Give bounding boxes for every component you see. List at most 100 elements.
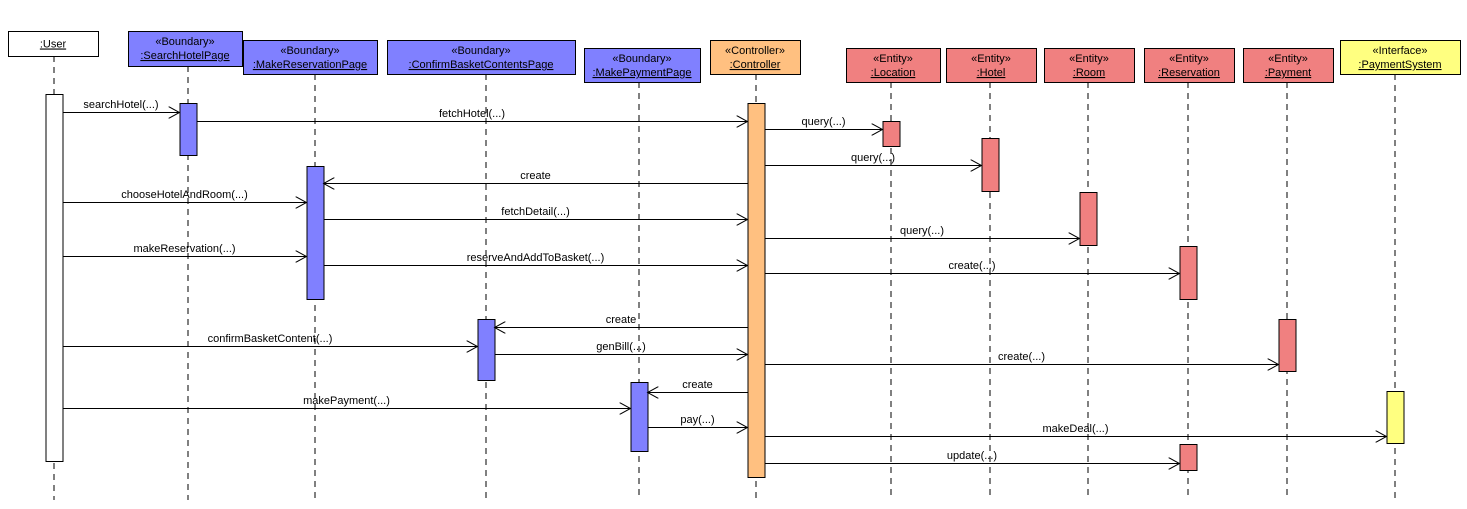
message-label: create: [682, 379, 713, 391]
lifeline-head-makeReservationPage: «Boundary» :MakeReservationPage: [243, 40, 378, 75]
message-13: confirmBasketContent(...): [62, 333, 478, 347]
message-label: query(...): [801, 116, 845, 128]
lifeline-head-payment: «Entity» :Payment: [1243, 48, 1334, 83]
activation-makeReservationPage: [306, 166, 325, 300]
message-label: confirmBasketContent(...): [208, 333, 333, 345]
messages: searchHotel(...) fetchHotel(...) query(...…: [62, 99, 1387, 464]
head-box: [243, 40, 378, 75]
object-name: :MakePaymentPage: [592, 67, 691, 79]
lifeline-head-controller: «Controller» :Controller: [710, 40, 801, 75]
lifeline-head-room: «Entity» :Room: [1044, 48, 1135, 83]
message-label: create: [520, 170, 551, 182]
lifeline-head-user: :User: [8, 31, 99, 57]
message-4: query(...): [764, 152, 982, 166]
object-name: :Location: [871, 67, 916, 79]
stereotype-label: «Interface»: [1372, 45, 1427, 57]
message-18: pay(...): [647, 414, 748, 428]
activation-payment: [1278, 319, 1297, 372]
message-8: query(...): [764, 225, 1080, 239]
activation-makePaymentPage: [630, 382, 649, 452]
lifeline-head-hotel: «Entity» :Hotel: [946, 48, 1037, 83]
head-box: [1044, 48, 1135, 83]
stereotype-label: «Entity»: [1169, 53, 1209, 65]
message-label: makePayment(...): [303, 395, 390, 407]
head-box: [8, 31, 99, 57]
activation-location: [882, 121, 901, 147]
object-name: :User: [40, 39, 67, 51]
message-14: genBill(...): [494, 341, 748, 355]
message-16: create: [648, 379, 748, 393]
head-box: [1144, 48, 1235, 83]
stereotype-label: «Boundary»: [612, 53, 671, 65]
lifeline-head-confirmBasketContentsPage: «Boundary» :ConfirmBasketContentsPage: [387, 40, 576, 75]
object-name: :PaymentSystem: [1358, 59, 1441, 71]
message-20: update(...): [764, 450, 1180, 464]
message-17: makePayment(...): [62, 395, 631, 409]
activation-reservation: [1179, 246, 1198, 300]
message-12: create: [495, 314, 748, 328]
message-2: fetchHotel(...): [196, 108, 748, 122]
stereotype-label: «Boundary»: [280, 45, 339, 57]
activations: [45, 94, 1405, 478]
message-6: chooseHotelAndRoom(...): [62, 189, 307, 203]
activation-reservation: [1179, 444, 1198, 471]
head-box: [946, 48, 1037, 83]
activation-user: [45, 94, 64, 462]
head-box: [128, 31, 243, 67]
lifeline-head-location: «Entity» :Location: [846, 48, 941, 83]
stereotype-label: «Boundary»: [451, 45, 510, 57]
head-box: [1340, 40, 1461, 75]
object-name: :Controller: [730, 59, 781, 71]
message-5: create: [324, 170, 748, 184]
object-name: :SearchHotelPage: [140, 50, 229, 62]
activation-controller: [747, 103, 766, 478]
stereotype-label: «Entity»: [971, 53, 1011, 65]
message-1: searchHotel(...): [62, 99, 180, 113]
message-label: query(...): [900, 225, 944, 237]
lifeline-head-paymentSystem: «Interface» :PaymentSystem: [1340, 40, 1461, 75]
object-name: :MakeReservationPage: [253, 59, 367, 71]
activation-paymentSystem: [1386, 391, 1405, 444]
message-15: create(...): [764, 351, 1279, 365]
message-19: makeDeal(...): [764, 423, 1387, 437]
object-name: :ConfirmBasketContentsPage: [409, 59, 554, 71]
object-name: :Hotel: [977, 67, 1006, 79]
activation-searchHotelPage: [179, 103, 198, 156]
stereotype-label: «Controller»: [725, 45, 785, 57]
message-10: reserveAndAddToBasket(...): [323, 252, 748, 266]
message-label: create(...): [998, 351, 1045, 363]
message-label: makeReservation(...): [133, 243, 235, 255]
head-box: [387, 40, 576, 75]
head-box: [710, 40, 801, 75]
stereotype-label: «Entity»: [1069, 53, 1109, 65]
lifeline-heads: :User«Boundary»:SearchHotelPage«Boundary…: [8, 31, 1461, 83]
lifeline-head-reservation: «Entity» :Reservation: [1144, 48, 1235, 83]
stereotype-label: «Boundary»: [155, 36, 214, 48]
message-label: query(...): [851, 152, 895, 164]
head-box: [1243, 48, 1334, 83]
message-label: searchHotel(...): [83, 99, 158, 111]
message-label: pay(...): [680, 414, 714, 426]
message-label: fetchDetail(...): [501, 206, 569, 218]
message-label: makeDeal(...): [1042, 423, 1108, 435]
lifeline-head-searchHotelPage: «Boundary» :SearchHotelPage: [128, 31, 243, 67]
object-name: :Reservation: [1158, 67, 1220, 79]
head-box: [584, 48, 701, 83]
head-box: [846, 48, 941, 83]
message-label: fetchHotel(...): [439, 108, 505, 120]
message-label: reserveAndAddToBasket(...): [467, 252, 605, 264]
message-label: chooseHotelAndRoom(...): [121, 189, 248, 201]
object-name: :Payment: [1265, 67, 1311, 79]
activation-room: [1079, 192, 1098, 246]
message-label: create(...): [948, 260, 995, 272]
message-9: makeReservation(...): [62, 243, 307, 257]
stereotype-label: «Entity»: [1268, 53, 1308, 65]
object-name: :Room: [1073, 67, 1105, 79]
message-label: genBill(...): [596, 341, 646, 353]
activation-confirmBasketContentsPage: [477, 319, 496, 381]
message-label: update(...): [947, 450, 997, 462]
message-11: create(...): [764, 260, 1180, 274]
activation-hotel: [981, 138, 1000, 192]
stereotype-label: «Entity»: [873, 53, 913, 65]
